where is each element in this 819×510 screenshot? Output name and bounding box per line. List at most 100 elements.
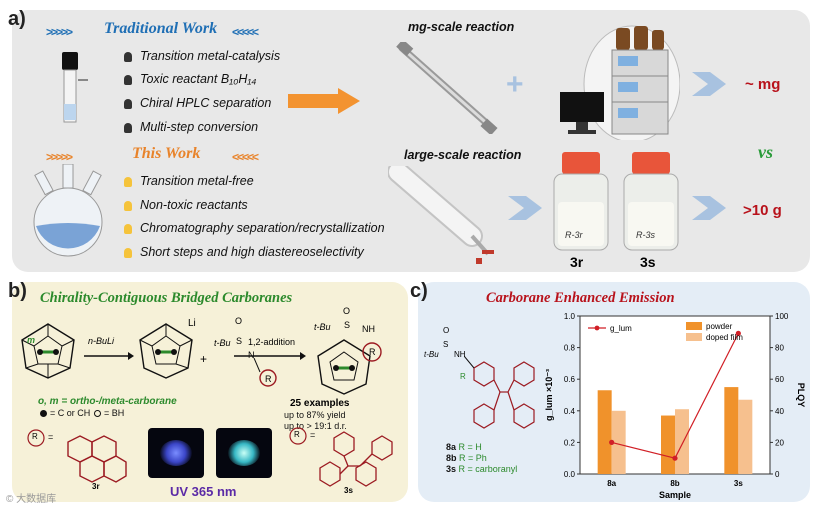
arrow-right-icon xyxy=(692,196,726,220)
lightbulb-on-icon xyxy=(124,224,132,234)
legend-powder-swatch xyxy=(686,322,702,330)
chevron-right-icon: >>>>> xyxy=(46,150,73,164)
x-axis-label: Sample xyxy=(659,490,691,500)
r-equals-3r: = xyxy=(48,432,54,442)
lithium-label: Li xyxy=(188,318,196,329)
traditional-work-title: Traditional Work xyxy=(104,20,218,37)
panel-b-label: b) xyxy=(8,280,27,302)
r-group-circle-icon xyxy=(289,427,307,445)
hplc-column-icon xyxy=(396,42,498,134)
product-tbu-label: t-Bu xyxy=(314,322,331,332)
compound-3s-id: 3s xyxy=(446,464,457,474)
panel-b-title: Chirality-Contiguous Bridged Carboranes xyxy=(40,290,293,306)
this-work-item-4: Short steps and high diastereoselectivit… xyxy=(140,245,364,259)
mol-nh-label: NH xyxy=(454,350,466,359)
reaction-arrow-icon xyxy=(84,352,134,360)
compound-3s: 3s R = carboranyl xyxy=(446,464,517,474)
legend-carbon: = C or CH xyxy=(50,408,91,418)
compound-8b-text: R = Ph xyxy=(459,453,487,463)
traditional-item-1: Transition metal-catalysis xyxy=(140,49,281,63)
y-left-tick-label: 0.8 xyxy=(564,344,576,353)
bar-doped-film xyxy=(675,409,689,474)
compound-8b-id: 8b xyxy=(446,453,457,463)
lightbulb-off-icon xyxy=(124,75,132,85)
bar-powder xyxy=(724,387,739,474)
mg-scale-title: mg-scale reaction xyxy=(408,20,515,34)
panel-c-title: Carborane Enhanced Emission xyxy=(486,290,675,306)
mol-s-label: S xyxy=(443,340,449,349)
jar-3r-icon xyxy=(553,152,609,251)
sulfur-label: S xyxy=(236,336,243,346)
traditional-item-2: Toxic reactant B₁₀H₁₄ xyxy=(140,72,257,86)
r-group-circle-icon xyxy=(27,429,45,447)
uv-photo-3r xyxy=(148,428,204,478)
uv-photo-3s xyxy=(216,428,272,478)
bar-powder xyxy=(597,390,612,474)
compound-3s-text: R = carboranyl xyxy=(458,464,518,474)
y-right-tick-label: 20 xyxy=(775,438,784,447)
reagent-label: n-BuLi xyxy=(88,336,115,346)
panel-b xyxy=(12,282,408,502)
nitrogen-label: N xyxy=(248,350,255,360)
traditional-item-3: Chiral HPLC separation xyxy=(140,96,272,110)
r-label-3s: R xyxy=(294,430,300,439)
plus-icon: + xyxy=(506,68,524,101)
y-left-tick-label: 0.0 xyxy=(564,470,576,479)
panel-a-label: a) xyxy=(8,8,26,30)
result-g: >10 g xyxy=(743,202,782,219)
y-left-tick-label: 0.6 xyxy=(564,375,576,384)
product-r-label: R xyxy=(369,347,376,357)
compound-8a-text: R = H xyxy=(458,442,482,452)
tpe-structure-icon xyxy=(319,431,393,487)
bar-powder xyxy=(661,415,675,474)
label-3s: 3s xyxy=(344,486,353,495)
jar-3r-label: 3r xyxy=(570,254,584,270)
this-work-title: This Work xyxy=(132,145,201,162)
watermark: © 大数据库 xyxy=(6,494,57,505)
carborane-cage-icon xyxy=(21,323,75,379)
y-left-tick-label: 0.4 xyxy=(564,407,576,416)
hplc-instrument-icon xyxy=(560,25,680,140)
this-work-item-2: Non-toxic reactants xyxy=(140,198,248,212)
glum-point xyxy=(735,330,741,336)
x-tick-label: 3s xyxy=(734,479,743,488)
r-equals-3s: = xyxy=(310,430,316,440)
legend-glum-label: g_lum xyxy=(610,324,632,333)
r-group-circle-icon xyxy=(253,358,277,387)
dr-label: up to > 19:1 d.r. xyxy=(284,421,347,431)
pyrene-structure-icon xyxy=(67,435,127,483)
bar-doped-film xyxy=(611,410,626,474)
jar-3r-handwriting: R-3r xyxy=(565,230,583,240)
y-left-tick-label: 1.0 xyxy=(564,312,576,321)
mol-r-label: R xyxy=(460,372,466,381)
uv-label: UV 365 nm xyxy=(170,484,237,499)
x-tick-label: 8a xyxy=(607,479,616,488)
result-mg: ~ mg xyxy=(745,76,781,93)
boron-dot-icon xyxy=(94,410,101,417)
orange-arrow-icon xyxy=(288,88,360,114)
y-right-tick-label: 100 xyxy=(775,312,789,321)
this-work-item-1: Transition metal-free xyxy=(140,174,254,188)
r-group-circle-icon xyxy=(362,342,382,362)
examples-label: 25 examples xyxy=(290,398,350,409)
legend-powder-label: powder xyxy=(706,322,733,331)
flask-icon xyxy=(33,164,103,257)
sulfinyl-o-label: O xyxy=(235,316,243,326)
bar-doped-film xyxy=(738,399,753,474)
traditional-item-4: Multi-step conversion xyxy=(140,120,259,134)
ortho-meta-label: o, m = ortho-/meta-carborane xyxy=(38,396,177,407)
test-tube-icon xyxy=(62,52,88,123)
y-right-axis-label: PLQY xyxy=(796,383,806,408)
mol-o-label: O xyxy=(443,326,450,335)
lightbulb-on-icon xyxy=(124,248,132,258)
product-o-label: O xyxy=(343,306,351,316)
large-scale-title: large-scale reaction xyxy=(404,148,522,162)
y-right-tick-label: 60 xyxy=(775,375,784,384)
compound-8a-id: 8a xyxy=(446,442,457,452)
versus-label: vs xyxy=(758,142,773,162)
plus-sign: + xyxy=(200,352,208,366)
legend-doped-film-label: doped film xyxy=(706,333,743,342)
product-nh-label: NH xyxy=(362,324,375,334)
jar-3s-icon xyxy=(623,152,679,251)
